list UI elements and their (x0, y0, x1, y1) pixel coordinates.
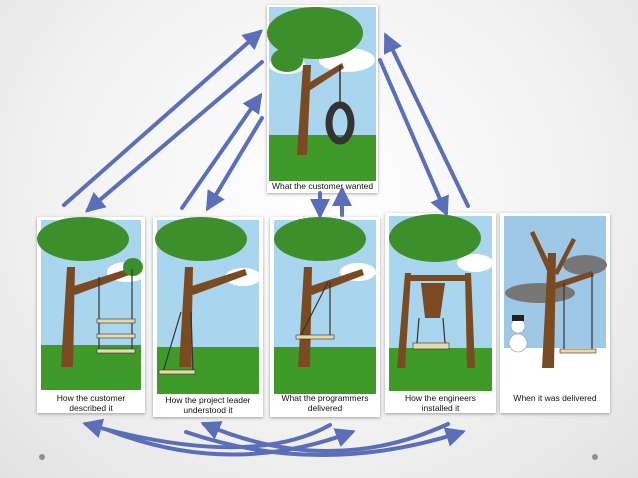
panel-programmers-delivered: What the programmers delivered (270, 217, 380, 417)
arrow-leader-to-top (180, 92, 263, 210)
slide-dot-left (39, 454, 45, 460)
arrow-top-to-leader (205, 116, 264, 212)
arrow-bottom-curve-4 (184, 427, 466, 457)
tree-swing-illustration (389, 214, 493, 391)
panel-customer-described: How the customer described it (37, 217, 145, 413)
arrow-bottom-curve-3 (200, 421, 450, 453)
caption-project-leader-understood: How the project leader understood it (165, 395, 251, 415)
panel-project-leader-understood: How the project leader understood it (153, 217, 263, 417)
caption-when-delivered: When it was delivered (513, 393, 597, 403)
slide-dot-right (592, 454, 598, 460)
panel-what-customer-wanted: What the customer wanted (267, 5, 378, 193)
arrow-customer-to-top (62, 29, 263, 207)
caption-customer-described: How the customer described it (56, 393, 126, 413)
caption-programmers-delivered: What the programmers delivered (281, 393, 369, 413)
bare-tree-snowman-illustration (504, 216, 607, 391)
panel-when-delivered: When it was delivered (500, 213, 610, 413)
panel-engineers-installed: How the engineers installed it (385, 213, 496, 413)
arrow-bottom-curve-1 (82, 418, 332, 450)
tree-swing-illustration (274, 217, 376, 394)
three-seat-swing-illustration (37, 217, 145, 390)
caption-what-customer-wanted: What the customer wanted (271, 181, 374, 191)
arrow-bottom-curve-2 (106, 428, 356, 457)
arrow-top-to-customer (84, 60, 264, 213)
arrow-engineers-to-top (383, 32, 470, 208)
tree-swing-illustration (155, 217, 261, 394)
caption-engineers-installed: How the engineers installed it (405, 393, 476, 413)
tire-swing-illustration (267, 7, 376, 181)
arrow-top-to-engineers (378, 58, 449, 217)
